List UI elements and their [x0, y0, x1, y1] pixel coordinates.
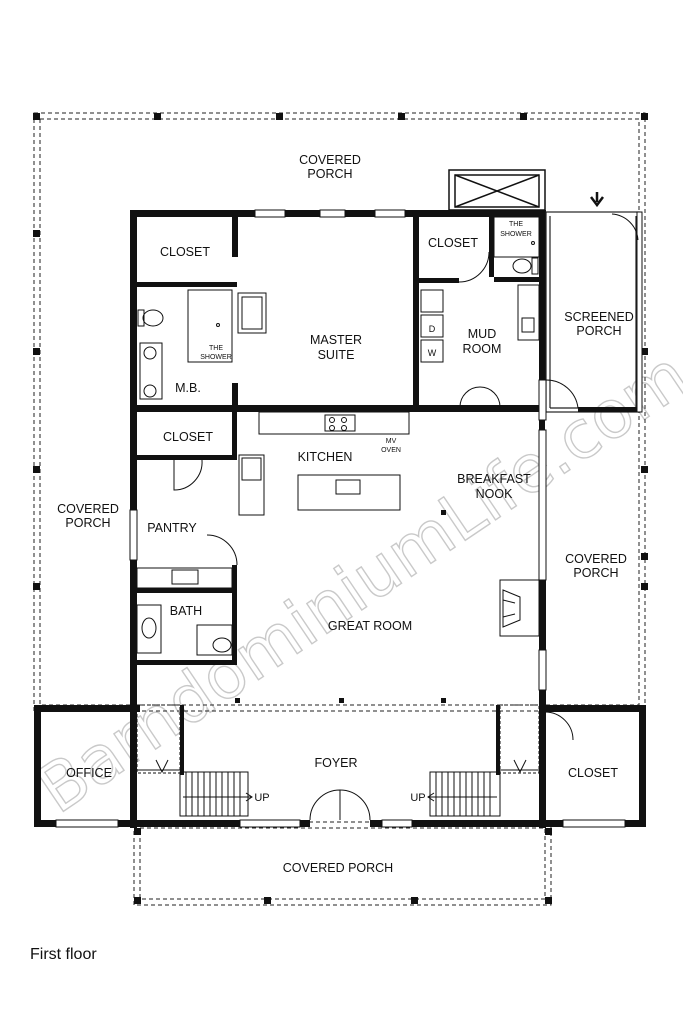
- label-mud-room-1: MUD: [468, 327, 496, 341]
- interior-columns: [235, 510, 446, 703]
- skylight-box: [448, 169, 546, 211]
- screened-porch-wall-bottom: [578, 407, 640, 412]
- label-covered-porch-bottom: COVERED PORCH: [283, 861, 393, 875]
- label-screened-porch-1: SCREENED: [564, 310, 633, 324]
- door-swings: [173, 251, 574, 821]
- label-closet-top-left: CLOSET: [160, 245, 210, 259]
- label-shower-mud-1: THE: [509, 221, 523, 228]
- label-up-right: UP: [410, 792, 425, 804]
- stairs: [136, 704, 540, 817]
- label-washer: W: [428, 348, 437, 358]
- label-covered-porch-top-2: PORCH: [307, 167, 352, 181]
- label-breakfast-nook-1: BREAKFAST: [457, 472, 531, 486]
- plan-caption: First floor: [30, 946, 97, 963]
- label-bath: BATH: [170, 604, 202, 618]
- label-shower-mud-2: SHOWER: [500, 231, 532, 238]
- windows: [55, 209, 626, 828]
- stair-rail-right: [496, 705, 500, 775]
- label-breakfast-nook-2: NOOK: [476, 487, 513, 501]
- label-covered-porch-right-1: COVERED: [565, 552, 627, 566]
- label-office: OFFICE: [66, 766, 112, 780]
- fixtures: [136, 216, 540, 656]
- label-covered-porch-left-2: PORCH: [65, 516, 110, 530]
- porch-posts: [33, 113, 648, 904]
- label-covered-porch-right-2: PORCH: [573, 566, 618, 580]
- label-covered-porch-left-1: COVERED: [57, 502, 119, 516]
- label-pantry: PANTRY: [147, 521, 197, 535]
- label-master-suite-2: SUITE: [318, 348, 355, 362]
- exterior-walls: [34, 210, 646, 828]
- entry-arc-icon: [611, 213, 639, 241]
- screened-porch-door-icon: [545, 379, 579, 409]
- label-master-bath: M.B.: [175, 381, 201, 395]
- stair-rail-left: [180, 705, 184, 775]
- label-mud-room-2: ROOM: [463, 342, 502, 356]
- label-closet-top-mid: CLOSET: [428, 236, 478, 250]
- label-screened-porch-2: PORCH: [576, 324, 621, 338]
- label-master-suite-1: MASTER: [310, 333, 362, 347]
- label-dryer: D: [429, 324, 436, 334]
- label-shower-master-2: SHOWER: [200, 354, 232, 361]
- entry-arrow-icon: [590, 192, 604, 208]
- label-closet-mid-left: CLOSET: [163, 430, 213, 444]
- label-shower-master-1: THE: [209, 345, 223, 352]
- label-mw-oven-2: OVEN: [381, 447, 401, 454]
- label-foyer: FOYER: [314, 756, 357, 770]
- screened-porch-wall-right: [636, 211, 643, 413]
- label-closet-bottom-right: CLOSET: [568, 766, 618, 780]
- label-up-left: UP: [254, 792, 269, 804]
- label-mw-oven-1: MV: [386, 438, 397, 445]
- label-great-room: GREAT ROOM: [328, 619, 412, 633]
- label-covered-porch-top-1: COVERED: [299, 153, 361, 167]
- label-kitchen: KITCHEN: [298, 450, 353, 464]
